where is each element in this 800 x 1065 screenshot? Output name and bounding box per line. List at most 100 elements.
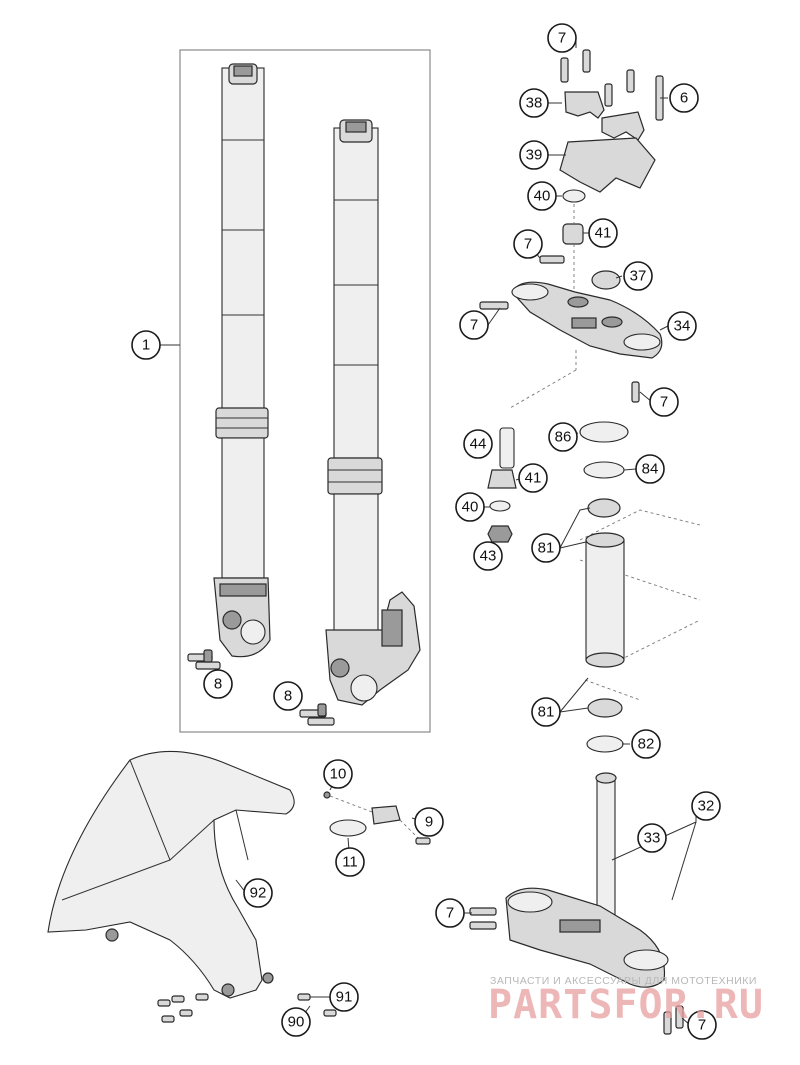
clamp-screw-steering [539,255,565,264]
svg-text:7: 7 [660,394,668,411]
svg-text:6: 6 [680,90,688,107]
dust-cover-upper [579,421,629,443]
callout-43: 43 [473,541,503,571]
callout-7-top: 7 [547,23,577,53]
svg-text:7: 7 [470,317,478,334]
callout-7-lower-right: 7 [687,1010,717,1040]
callout-7-upper-left: 7 [459,310,489,340]
fork-assembly-frame [179,49,431,733]
callout-91: 91 [329,982,359,1012]
svg-text:8: 8 [284,688,292,705]
svg-text:84: 84 [642,461,659,478]
line-clamp-bracket [371,805,401,825]
handlebar-clamp-screws [560,49,664,121]
svg-text:41: 41 [525,470,542,487]
svg-text:91: 91 [336,989,353,1006]
rubber-bushing-lower [487,469,517,489]
fender-mount-screws [157,993,337,1023]
callout-11: 11 [335,847,365,877]
svg-text:37: 37 [630,268,647,285]
lower-triple-clamp [505,772,669,988]
handlebar-clamp-top [564,91,645,141]
svg-text:90: 90 [288,1014,305,1031]
bearing-upper [587,498,621,518]
callout-8-left: 8 [203,669,233,699]
svg-text:7: 7 [524,236,532,253]
handlebar-clamp-bottom [559,137,656,193]
callout-8-right: 8 [273,681,303,711]
dust-seal-lower [586,735,624,753]
seal-ring-upper [583,461,625,479]
svg-text:34: 34 [674,318,691,335]
nut-lower [487,525,513,543]
fork-clamp-screws-right [299,703,335,726]
svg-text:39: 39 [526,147,543,164]
fork-clamp-screws-left [187,649,221,670]
spacer-sleeve [499,427,515,469]
fork-leg-right [325,119,421,706]
svg-text:1: 1 [142,337,150,354]
svg-text:44: 44 [470,436,487,453]
svg-text:40: 40 [462,499,479,516]
callout-41-top: 41 [588,218,618,248]
callout-40-lower: 40 [455,492,485,522]
callout-81-lower: 81 [531,697,561,727]
svg-text:92: 92 [250,885,267,902]
svg-text:40: 40 [534,188,551,205]
callout-40-top: 40 [527,181,557,211]
hose-clamp-ring [329,819,367,837]
callout-39: 39 [519,140,549,170]
svg-text:7: 7 [558,30,566,47]
svg-text:9: 9 [425,814,433,831]
callout-41-lower: 41 [518,463,548,493]
callout-37: 37 [623,261,653,291]
callout-1: 1 [131,330,161,360]
callout-7-upper-right: 7 [649,387,679,417]
callout-32: 32 [691,791,721,821]
lower-clamp-screws-right [663,1005,684,1035]
callout-7-steering: 7 [513,229,543,259]
callout-10: 10 [323,759,353,789]
watermark-brand: PARTSFOR.RU [488,982,764,1028]
svg-text:81: 81 [538,704,555,721]
front-fender [47,750,295,999]
svg-text:86: 86 [555,429,572,446]
clamp-screw-upper [479,301,509,310]
watermark-tagline: ЗАПЧАСТИ И АКСЕССУАРЫ ДЛЯ МОТОТЕХНИКИ [490,975,757,987]
clamp-screw-side [631,381,640,403]
lower-clamp-screws-left [469,907,497,930]
svg-text:32: 32 [698,798,715,815]
callout-82: 82 [631,729,661,759]
callout-9: 9 [414,807,444,837]
fork-leg-left [213,63,271,658]
upper-triple-clamp [511,281,663,359]
callout-6: 6 [669,83,699,113]
callout-34: 34 [667,311,697,341]
callout-90: 90 [281,1007,311,1037]
rubber-bushing-top [562,223,584,245]
callout-86: 86 [548,422,578,452]
callout-44: 44 [463,429,493,459]
svg-text:8: 8 [214,676,222,693]
clamp-nut-small [323,791,331,799]
svg-text:43: 43 [480,548,497,565]
callout-38: 38 [519,88,549,118]
callout-84: 84 [635,454,665,484]
svg-text:81: 81 [538,540,555,557]
svg-text:7: 7 [446,905,454,922]
callout-81-upper: 81 [531,533,561,563]
svg-text:11: 11 [342,854,358,871]
svg-text:38: 38 [526,95,543,112]
svg-text:41: 41 [595,225,612,242]
rubber-washer-top [562,189,586,203]
callout-7-lower-left: 7 [435,898,465,928]
bearing-lower [587,698,623,718]
line-clamp-screw [415,837,431,845]
callout-92: 92 [243,878,273,908]
svg-text:10: 10 [330,766,347,783]
svg-text:7: 7 [698,1017,706,1034]
washer-lower [489,500,511,512]
steering-nut [591,270,621,290]
svg-text:82: 82 [638,736,655,753]
